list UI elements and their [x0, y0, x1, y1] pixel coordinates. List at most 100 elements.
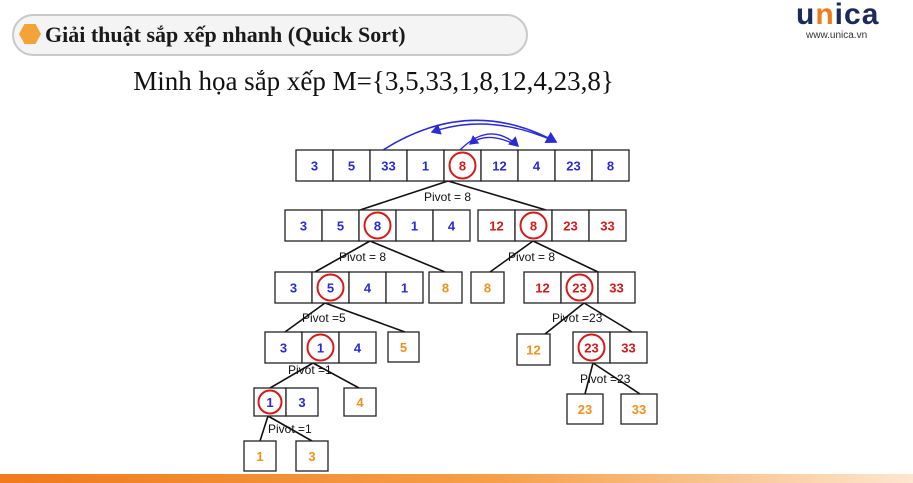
pivot-circle [363, 211, 392, 240]
array-cell [348, 271, 387, 304]
swap-arrow [430, 123, 557, 143]
pivot-circle [519, 211, 548, 240]
array-cell [432, 209, 471, 242]
branch-line [583, 302, 633, 333]
subarray-node: 3 5 8 1 4 [284, 209, 471, 242]
subarray-node: 3 [295, 440, 329, 472]
cell-value: 12 [489, 219, 503, 234]
array-cell [597, 271, 636, 304]
branch-line [359, 180, 449, 211]
array-cell [321, 209, 360, 242]
cell-value: 5 [327, 281, 334, 296]
cell-value: 8 [530, 219, 537, 234]
cell-value: 33 [632, 402, 646, 417]
array-cell [588, 209, 627, 242]
pivot-circle [316, 273, 345, 302]
logo-letter-u: u [796, 0, 816, 31]
branch-line [267, 415, 313, 442]
array-cell [395, 209, 434, 242]
cell-value: 23 [584, 341, 598, 356]
logo-url: www.unica.vn [806, 30, 868, 41]
slide-title: Giải thuật sắp xếp nhanh (Quick Sort) [45, 22, 406, 47]
array-cell [480, 149, 519, 182]
branch-line [584, 362, 594, 395]
pivot-label: Pivot =1 [288, 363, 332, 377]
cell-value: 1 [266, 395, 273, 410]
cell-value: 33 [381, 159, 395, 174]
branch-line [314, 240, 371, 273]
title-banner [12, 14, 528, 56]
cell-value: 12 [535, 281, 549, 296]
pivot-circle [577, 333, 606, 362]
hexagon-bullet-icon [19, 24, 41, 44]
cell-value: 3 [298, 395, 305, 410]
array-cell [620, 393, 658, 425]
pivot-label: Pivot =23 [580, 372, 631, 386]
cell-value: 5 [337, 219, 344, 234]
cell-value: 3 [290, 281, 297, 296]
pivot-circle [257, 389, 283, 415]
subarray-node: 5 [387, 331, 420, 363]
array-cell [477, 209, 516, 242]
subarray-node: 33 [620, 393, 658, 425]
cell-value: 33 [609, 281, 623, 296]
branch-line [532, 240, 599, 273]
array-cell [406, 149, 445, 182]
cell-value: 1 [401, 281, 408, 296]
cell-value: 1 [411, 219, 418, 234]
subarray-node: 3 5 4 1 [274, 271, 424, 304]
branch-line [489, 240, 534, 273]
array-cell [516, 333, 551, 366]
cell-value: 8 [459, 159, 466, 174]
array-cell [609, 331, 648, 364]
cell-value: 1 [256, 449, 263, 464]
array-cell [591, 149, 630, 182]
array-cell [243, 440, 277, 472]
branch-line [284, 302, 326, 333]
array-cell [338, 331, 377, 364]
pivot-label: Pivot =1 [268, 422, 312, 436]
logo-letter-i: i [834, 0, 844, 31]
cell-value: 12 [526, 343, 540, 358]
cell-value: 8 [484, 281, 491, 296]
cell-value: 33 [600, 219, 614, 234]
array-cell [517, 149, 556, 182]
cell-value: 8 [442, 281, 449, 296]
subarray-node: 4 [343, 387, 377, 417]
pivot-label: Pivot = 8 [424, 190, 471, 204]
array-cell [385, 271, 424, 304]
array-cell [295, 440, 329, 472]
array-cell [284, 209, 323, 242]
array-cell [343, 387, 377, 417]
pivot-circle [565, 273, 594, 302]
cell-value: 3 [311, 159, 318, 174]
array-cell [274, 271, 313, 304]
cell-value: 4 [364, 281, 372, 296]
branch-line [544, 302, 585, 335]
branch-line [592, 362, 641, 395]
subarray-node: 1 [243, 440, 277, 472]
cell-value: 4 [448, 219, 456, 234]
pivot-label: Pivot = 8 [508, 250, 555, 264]
branch-line [447, 180, 547, 211]
subarray-node: 8 [470, 271, 505, 304]
pivot-label: Pivot =23 [552, 311, 603, 325]
cell-value: 12 [492, 159, 506, 174]
logo-letter-a: a [861, 0, 880, 31]
unica-logo: unica [796, 0, 879, 32]
logo-letter-n: n [815, 0, 835, 31]
branch-line [269, 362, 314, 389]
cell-value: 1 [422, 159, 429, 174]
cell-value: 8 [374, 219, 381, 234]
pivot-circle [448, 151, 477, 180]
subarray-node: 23 [566, 393, 604, 425]
logo-letter-c: c [844, 0, 862, 31]
pivot-circle [306, 333, 335, 362]
array-cell [551, 209, 590, 242]
cell-value: 3 [300, 219, 307, 234]
